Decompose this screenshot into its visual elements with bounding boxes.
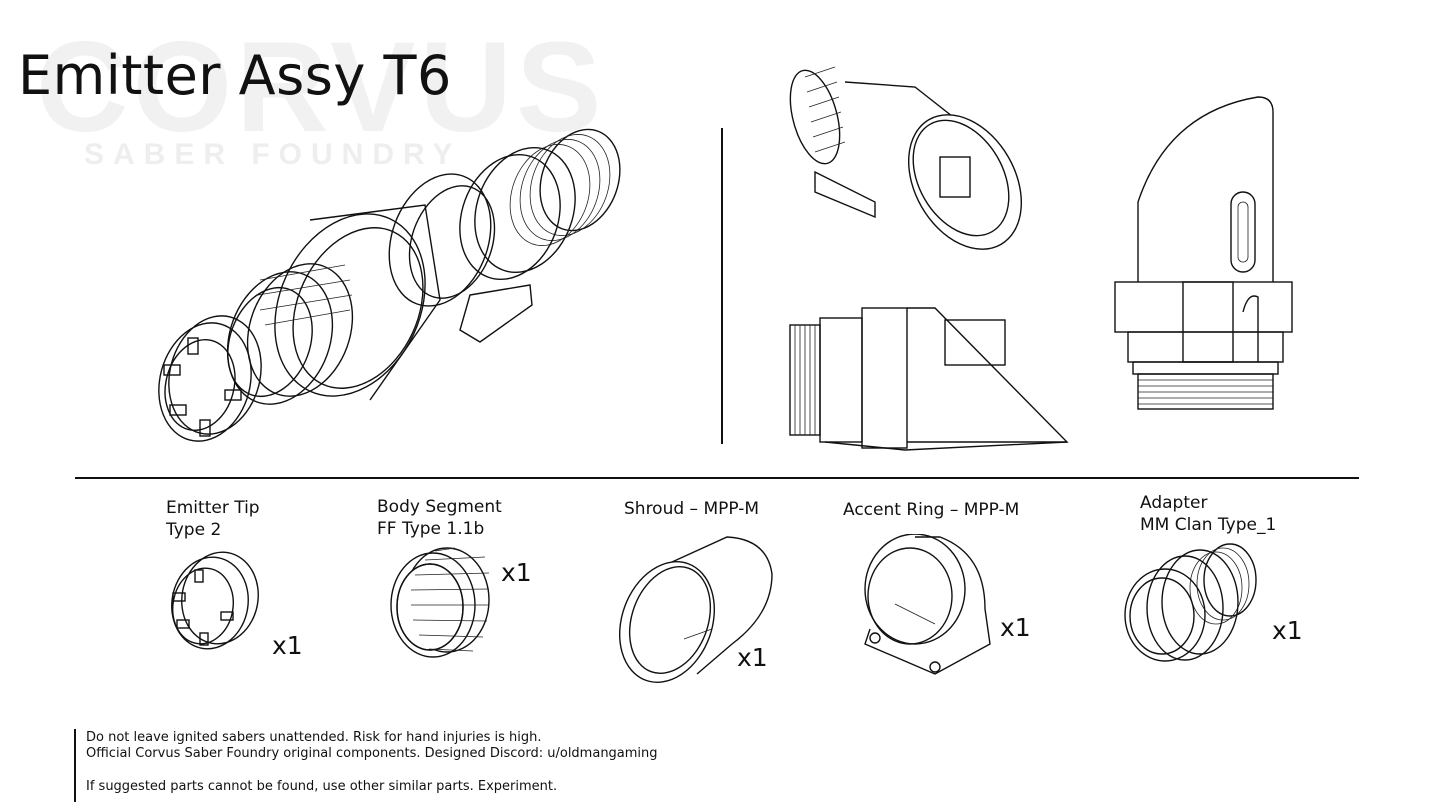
shroud-icon — [618, 536, 773, 683]
body-segment-part-icon — [226, 263, 354, 405]
part-name: Accent Ring – MPP-M — [843, 500, 1020, 520]
part-type: MM Clan Type_1 — [1140, 515, 1277, 535]
watermark-logo: CORVUS — [36, 16, 606, 159]
part-name: Shroud – MPP-M — [624, 499, 760, 519]
note-credits: Official Corvus Saber Foundry original c… — [86, 746, 658, 761]
accent-ring-icon — [864, 534, 991, 675]
notes-bar — [74, 729, 76, 802]
front-elevation-view — [1114, 96, 1293, 410]
part-label-accent-ring: Accent Ring – MPP-M — [843, 499, 1019, 521]
emitter-tip-part-icon — [158, 315, 262, 442]
note-safety: Do not leave ignited sabers unattended. … — [86, 730, 542, 745]
qty-body-segment: x1 — [501, 558, 532, 587]
part-label-adapter: Adapter MM Clan Type_1 — [1140, 492, 1276, 536]
emitter-tip-icon — [171, 551, 259, 650]
knurled-ring-icon — [390, 547, 490, 658]
part-name: Emitter Tip — [166, 498, 260, 518]
part-type: FF Type 1.1b — [377, 519, 485, 539]
exploded-assembly-drawing — [158, 128, 621, 442]
part-type: Type 2 — [166, 520, 222, 540]
adapter-part-icon — [459, 128, 621, 281]
qty-accent-ring: x1 — [1000, 613, 1031, 642]
part-name: Adapter — [1140, 493, 1208, 513]
part-label-body-segment: Body Segment FF Type 1.1b — [377, 496, 502, 540]
vertical-divider — [721, 128, 723, 444]
assembled-iso-view — [789, 66, 1023, 250]
page-title: Emitter Assy T6 — [18, 44, 452, 107]
adapter-icon — [1124, 543, 1257, 662]
qty-adapter: x1 — [1272, 616, 1303, 645]
note-substitution: If suggested parts cannot be found, use … — [86, 779, 558, 794]
part-name: Body Segment — [377, 497, 502, 517]
watermark-subtitle: SABER FOUNDRY — [84, 138, 462, 171]
part-label-emitter-tip: Emitter Tip Type 2 — [166, 497, 260, 541]
accent-ring-part-icon — [388, 173, 533, 343]
side-profile-view — [789, 307, 1069, 451]
qty-shroud: x1 — [737, 643, 768, 672]
horizontal-divider — [75, 477, 1359, 479]
part-label-shroud: Shroud – MPP-M — [624, 498, 759, 520]
qty-emitter-tip: x1 — [272, 631, 303, 660]
